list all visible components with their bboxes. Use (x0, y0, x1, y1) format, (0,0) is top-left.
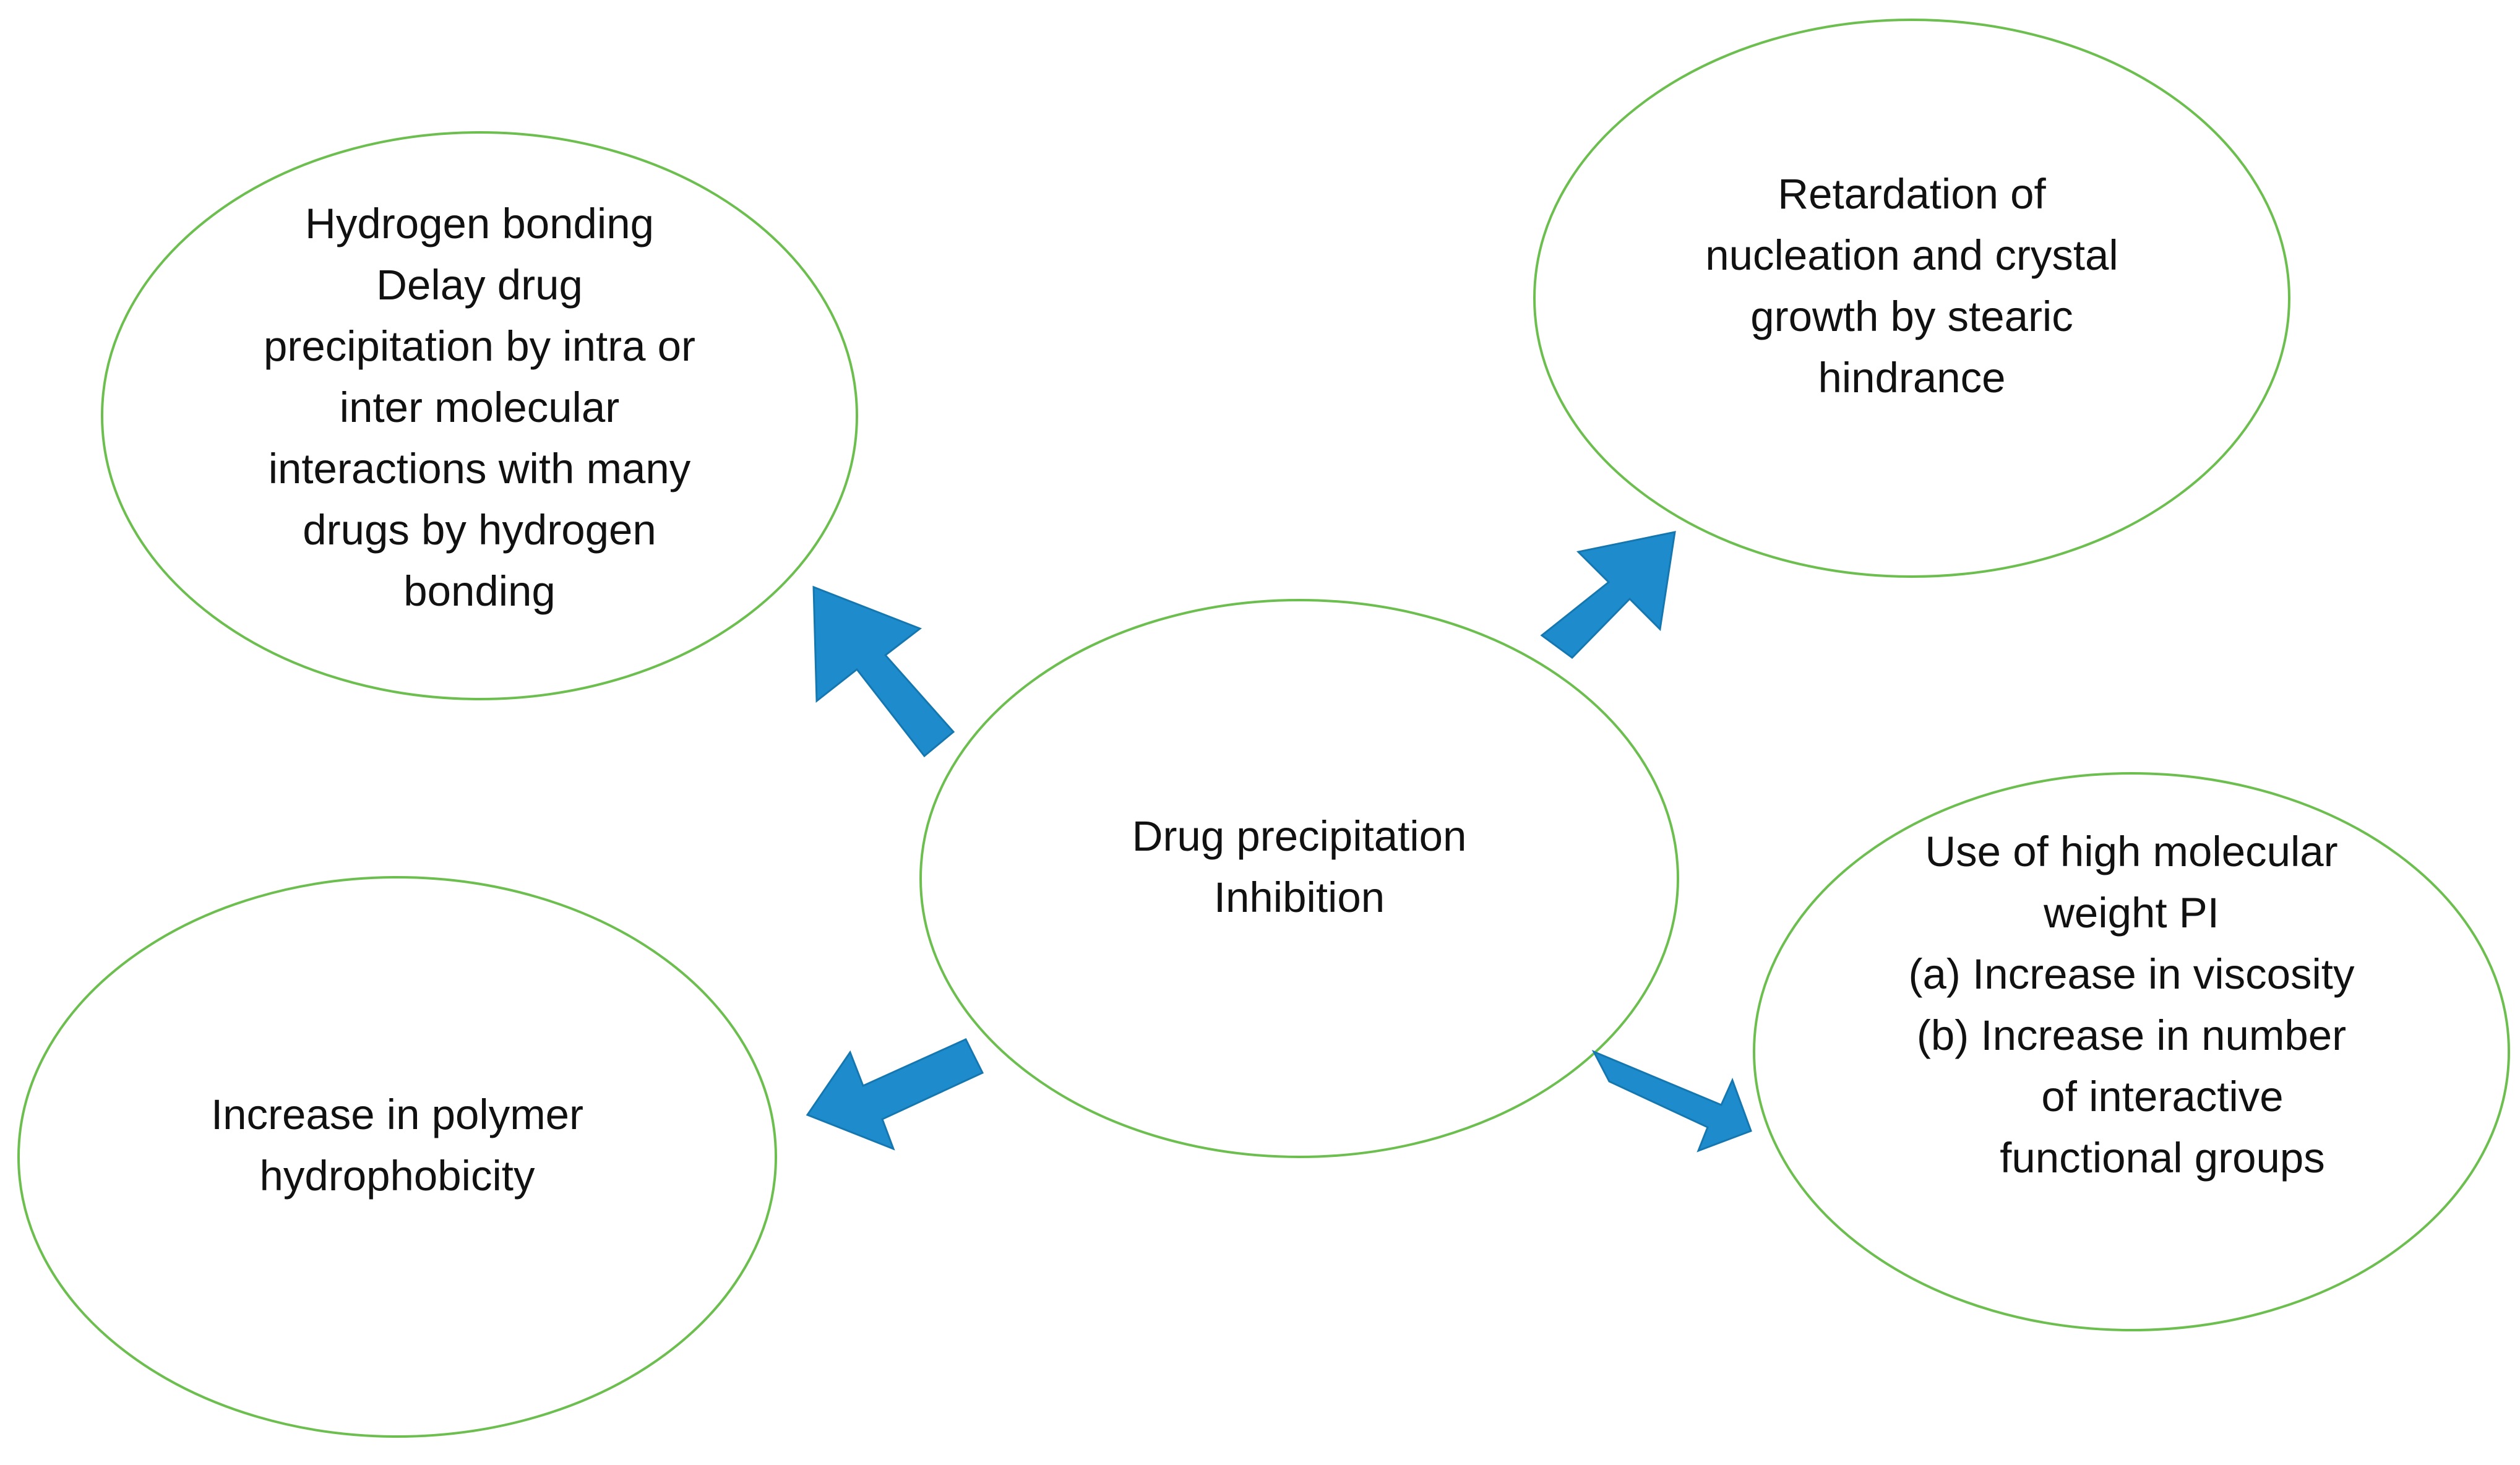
node-molecular-weight-line: of interactive (2041, 1073, 2283, 1120)
node-molecular-weight-line: functional groups (2000, 1134, 2325, 1182)
node-retardation-ellipse (1533, 19, 2290, 578)
node-molecular-weight-line: Use of high molecular (1925, 828, 2337, 875)
node-molecular-weight-line: (b) Increase in number (1917, 1012, 2346, 1059)
node-hydrophobicity: Increase in polymer hydrophobicity (17, 876, 777, 1438)
node-hydrogen-bonding-ellipse (101, 131, 858, 700)
node-molecular-weight-line: (a) Increase in viscosity (1909, 950, 2355, 998)
node-molecular-weight-ellipse (1753, 772, 2510, 1331)
node-retardation-text: Retardation of nucleation and crystal grow… (1705, 170, 2118, 402)
arrow-to-retardation (1540, 531, 1676, 659)
node-hydrogen-bonding-line: drugs by hydrogen (303, 506, 656, 554)
node-center-line: Inhibition (1214, 874, 1385, 921)
node-hydrogen-bonding-line: bonding (403, 567, 556, 615)
node-molecular-weight: Use of high molecular weight PI (a) Increa… (1753, 772, 2510, 1331)
node-center-ellipse (919, 599, 1679, 1158)
node-hydrophobicity-text: Increase in polymer hydrophobicity (211, 1091, 583, 1200)
node-retardation-line: Retardation of (1778, 170, 2046, 218)
node-hydrophobicity-ellipse (17, 876, 777, 1438)
node-hydrogen-bonding-line: precipitation by intra or (264, 322, 695, 370)
node-retardation: Retardation of nucleation and crystal grow… (1533, 19, 2290, 578)
node-hydrogen-bonding-line: Hydrogen bonding (305, 200, 654, 247)
arrow-to-hydrophobicity (806, 1038, 984, 1151)
node-hydrogen-bonding-line: Delay drug (376, 261, 583, 309)
node-molecular-weight-line: weight PI (2043, 889, 2219, 937)
node-hydrogen-bonding-line: inter molecular (340, 384, 620, 431)
node-molecular-weight-text: Use of high molecular weight PI (a) Increa… (1909, 828, 2355, 1182)
node-center-line: Drug precipitation (1132, 812, 1467, 860)
node-hydrophobicity-line: hydrophobicity (260, 1152, 535, 1200)
node-hydrogen-bonding-line: interactions with many (269, 445, 691, 492)
arrow-to-molecular-weight (1591, 1050, 1752, 1153)
node-retardation-line: hindrance (1818, 354, 2005, 402)
node-hydrophobicity-line: Increase in polymer (211, 1091, 583, 1138)
node-retardation-line: nucleation and crystal (1705, 231, 2118, 279)
arrow-to-hydrogen-bonding (812, 585, 955, 758)
node-retardation-line: growth by stearic (1750, 293, 2073, 340)
